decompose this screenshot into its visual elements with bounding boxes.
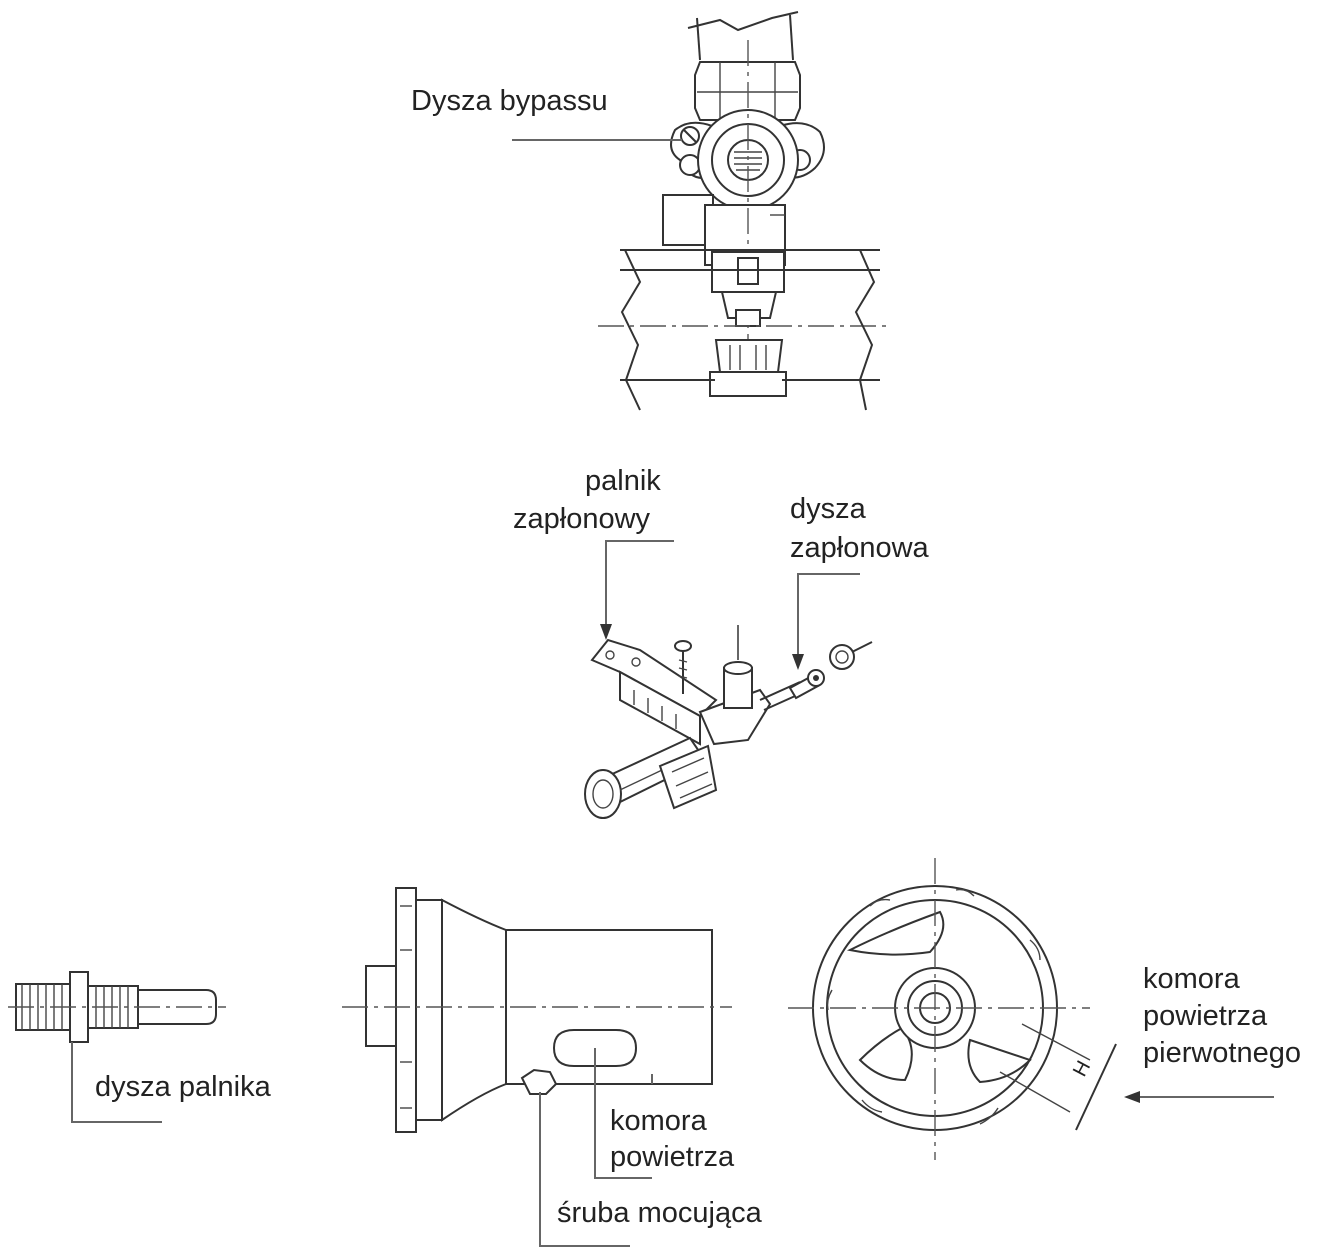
primary-air-arrowhead (1124, 1091, 1140, 1103)
primary-air-label-line1: komora (1143, 963, 1241, 995)
dimension-h-mark: H (1069, 1057, 1095, 1080)
burner-nozzle-leader (71, 1042, 162, 1123)
air-chamber-side-drawing (342, 887, 732, 1133)
bypass-nozzle-label: Dysza bypassu (411, 85, 608, 117)
pilot-nozzle-leader (797, 573, 860, 664)
pilot-burner-drawing (584, 625, 873, 819)
pilot-nozzle-arrowhead (792, 654, 804, 670)
pilot-burner-label-line2: zapłonowy (513, 503, 651, 535)
pilot-burner-arrowhead (600, 624, 612, 640)
bypass-valve-drawing (598, 11, 888, 411)
fixing-screw-label: śruba mocująca (557, 1197, 763, 1229)
primary-air-label-line3: pierwotnego (1143, 1037, 1301, 1069)
fixing-screw-leader (539, 1092, 630, 1247)
pilot-burner-leader (605, 540, 674, 634)
burner-nozzle-drawing (8, 971, 226, 1043)
air-chamber-label-line2: powietrza (610, 1141, 735, 1173)
pilot-nozzle-label-line2: zapłonowa (790, 532, 930, 564)
burner-nozzle-label: dysza palnika (95, 1071, 272, 1103)
air-chamber-leader (594, 1048, 652, 1179)
pilot-burner-label-line1: palnik (585, 465, 661, 497)
primary-air-label-line2: powietrza (1143, 1000, 1268, 1032)
pilot-nozzle-label-line1: dysza (790, 493, 867, 525)
air-chamber-front-drawing (788, 858, 1117, 1160)
air-chamber-label-line1: komora (610, 1105, 708, 1137)
